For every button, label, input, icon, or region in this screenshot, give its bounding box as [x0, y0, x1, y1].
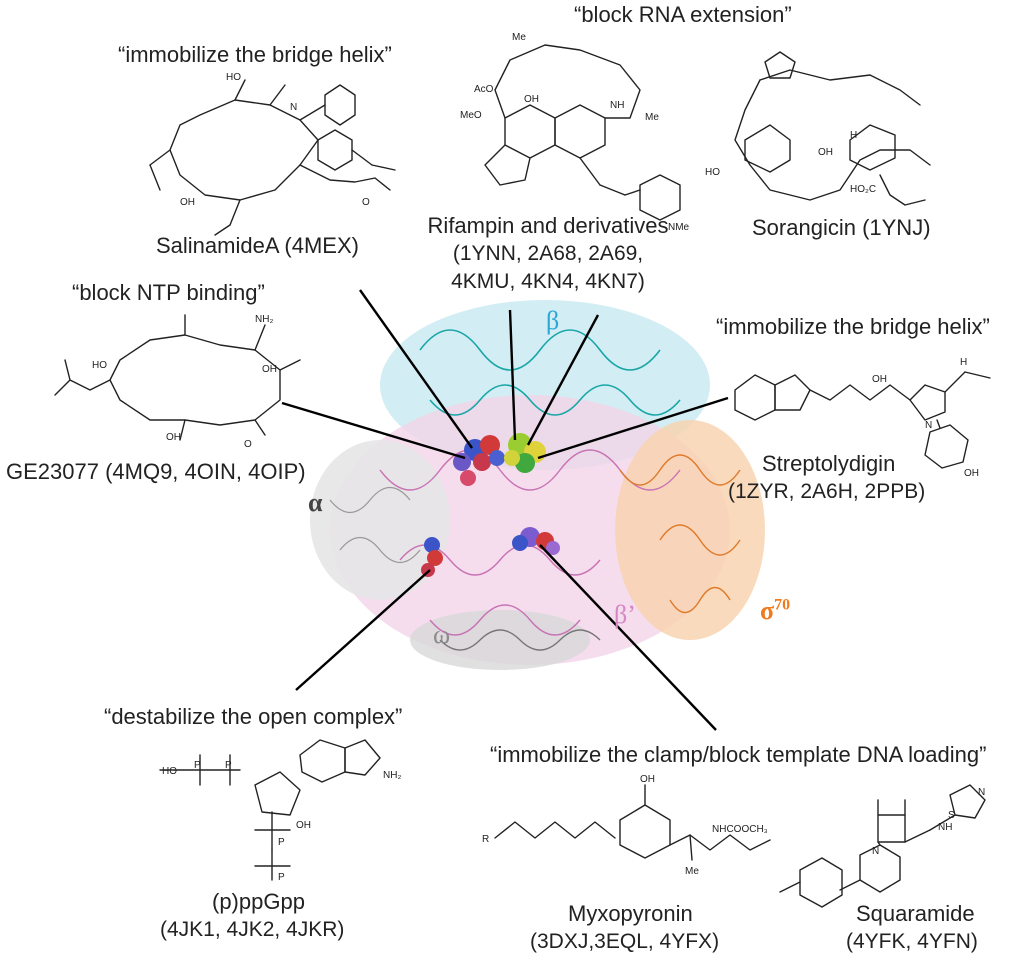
salinamide-structure: [149, 79, 396, 236]
sorangicin-structure: [734, 51, 931, 206]
sigma70-label: σ70: [760, 596, 790, 626]
atom-label: N: [872, 846, 879, 857]
myxopyronin-mechanism: “immobilize the clamp/block template DNA…: [490, 742, 987, 767]
atom-label: P: [278, 872, 285, 883]
atom-label: MeO: [460, 110, 482, 121]
atom-label: AcO: [474, 84, 494, 95]
beta-label: β: [546, 306, 560, 335]
atom-label: HO: [92, 360, 107, 371]
atom-label: R: [482, 834, 489, 845]
ge23077-mechanism: “block NTP binding”: [72, 280, 265, 305]
atom-labels: HO OH N O Me AcO MeO OH NH Me NMe HO HO₂…: [92, 32, 985, 883]
atom-label: OH: [166, 432, 181, 443]
alpha-subunit-surface: [310, 440, 450, 600]
alpha-ribbon: [329, 486, 421, 564]
beta-ribbon: [419, 329, 681, 416]
connector-lines: [281, 289, 729, 731]
sigma-superscript: 70: [774, 596, 791, 614]
streptolydigin-name: Streptolydigin: [762, 451, 896, 476]
squaramide-name: Squaramide: [856, 901, 975, 926]
atom-label: P: [225, 760, 232, 771]
streptolydigin-pdb: (1ZYR, 2A6H, 2PPB): [728, 480, 926, 503]
atom-label: NH: [938, 822, 952, 833]
atom-label: OH: [524, 94, 539, 105]
rifampin-pdb-line1: (1YNN, 2A68, 2A69,: [452, 242, 644, 265]
atom-label: HO: [705, 167, 720, 178]
squaramide-structure: [779, 784, 986, 908]
atom-label: OH: [872, 374, 887, 385]
atom-label: OH: [818, 147, 833, 158]
omega-label: ω: [433, 620, 451, 649]
atom-label: HO: [226, 72, 241, 83]
atom-label: P: [278, 837, 285, 848]
atom-label: OH: [296, 820, 311, 831]
alpha-label: α: [308, 488, 323, 517]
atom-label: NH: [610, 100, 624, 111]
ge23077-structure: [54, 314, 301, 441]
atom-label: NMe: [668, 222, 690, 233]
atom-label: H: [960, 357, 967, 368]
omega-ribbon: [439, 629, 601, 651]
myxopyronin-pdb: (3DXJ,3EQL, 4YFX): [530, 930, 720, 953]
atom-label: HO₂C: [850, 184, 876, 195]
ppgpp-mechanism: “destabilize the open complex”: [104, 704, 403, 729]
atom-label: NHCOOCH₃: [712, 824, 768, 835]
atom-label: Me: [512, 32, 526, 43]
sigma-ribbon: [619, 454, 741, 614]
ppgpp-name: (p)ppGpp: [212, 889, 305, 914]
atom-label: OH: [180, 197, 195, 208]
atom-label: N: [925, 420, 932, 431]
streptolydigin-structure: [734, 371, 991, 469]
ligand-cluster-center: [453, 435, 505, 486]
atom-label: N: [978, 787, 985, 798]
omega-subunit-surface: [410, 610, 590, 670]
atom-label: HO: [162, 766, 177, 777]
atom-label: O: [362, 197, 370, 208]
rifampin-pdb-line2: 4KMU, 4KN4, 4KN7): [451, 270, 645, 293]
line-myxopyronin: [539, 544, 717, 731]
sorangicin-name: Sorangicin (1YNJ): [752, 215, 931, 240]
squaramide-pdb: (4YFK, 4YFN): [846, 930, 978, 953]
line-rifampin: [508, 309, 517, 441]
line-salinamide: [359, 289, 473, 449]
line-sorangicin: [526, 314, 600, 446]
atom-label: OH: [262, 364, 277, 375]
atom-label: OH: [640, 774, 655, 785]
line-streptolydigin: [537, 396, 729, 460]
rifampin-structure: [484, 44, 681, 221]
atom-label: OH: [964, 468, 979, 479]
ligand-cluster-ppgpp: [421, 537, 443, 577]
atom-label: S: [948, 810, 955, 821]
ppgpp-pdb: (4JK1, 4JK2, 4JKR): [160, 918, 345, 941]
atom-label: Me: [645, 112, 659, 123]
ppgpp-structure: [159, 739, 381, 881]
rifampin-name: Rifampin and derivatives: [427, 213, 669, 238]
atom-label: O: [244, 439, 252, 450]
salinamide-name: SalinamideA (4MEX): [156, 233, 359, 258]
line-ge23077: [281, 401, 466, 460]
rnap-structure: [310, 300, 765, 670]
atom-label: P: [194, 760, 201, 771]
atom-label: H: [850, 130, 857, 141]
myxopyronin-name: Myxopyronin: [568, 901, 693, 926]
atom-label: NH₂: [255, 314, 273, 325]
sigma-symbol: σ: [760, 596, 775, 625]
myxopyronin-structure: [494, 784, 771, 861]
rifampin-mechanism: “block RNA extension”: [574, 2, 792, 27]
line-ppgpp: [295, 569, 431, 691]
atom-label: Me: [685, 866, 699, 877]
atom-label: N: [290, 102, 297, 113]
salinamide-mechanism: “immobilize the bridge helix”: [118, 42, 392, 67]
beta-prime-label: β’: [614, 600, 636, 629]
atom-label: NH₂: [383, 770, 401, 781]
sigma-subunit-surface: [615, 420, 765, 640]
streptolydigin-mechanism: “immobilize the bridge helix”: [716, 314, 990, 339]
ge23077-name: GE23077 (4MQ9, 4OIN, 4OIP): [6, 459, 306, 484]
